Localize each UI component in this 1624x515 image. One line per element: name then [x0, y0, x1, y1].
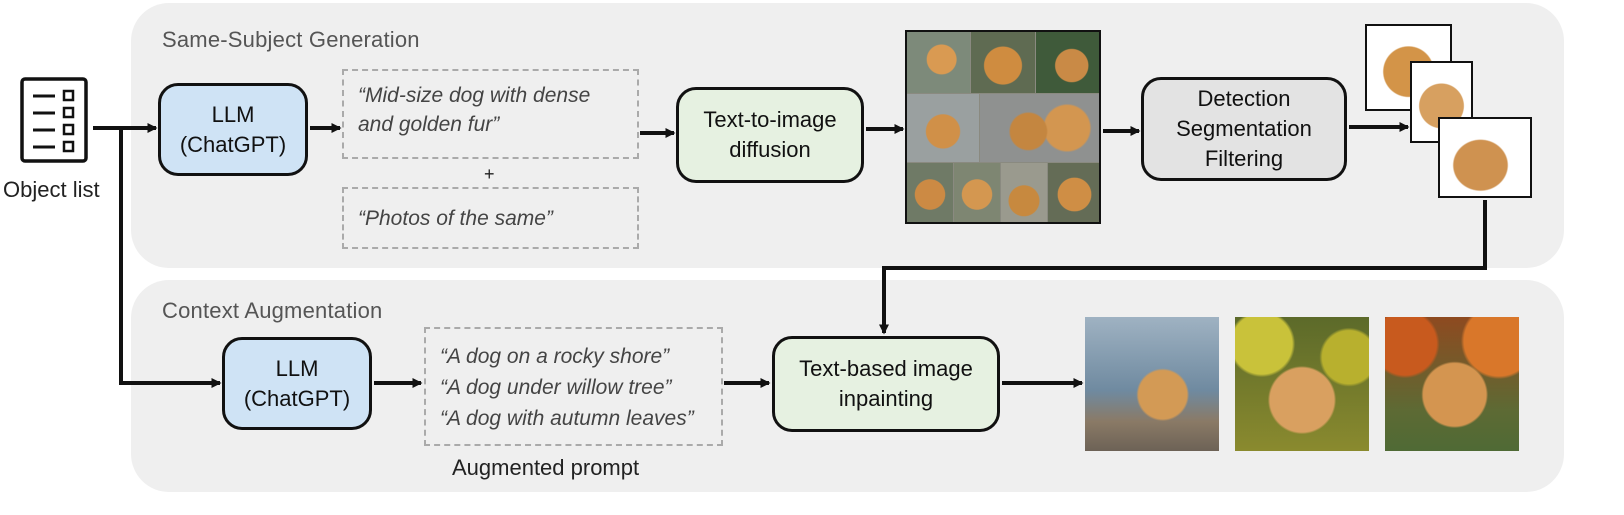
filter-line1: Detection — [1197, 86, 1291, 111]
output-rocky-shore-image — [1085, 317, 1219, 451]
object-list-label: Object list — [3, 177, 100, 202]
grid-dog-image — [1001, 163, 1047, 222]
grid-dog-image — [980, 94, 1099, 162]
grid-dog-image — [1048, 163, 1099, 222]
checklist-icon — [20, 77, 88, 163]
top-prompt-suffix: “Photos of the same” — [342, 187, 639, 249]
grid-dog-image — [907, 94, 979, 162]
bottom-llm-line2: (ChatGPT) — [243, 385, 351, 411]
grid-dog-image — [907, 32, 970, 93]
top-prompt-line2: and golden fur” — [358, 113, 500, 136]
top-prompt-main: “Mid-size dog with dense and golden fur” — [342, 69, 639, 159]
top-prompt-line1: “Mid-size dog with dense — [358, 84, 591, 107]
inpaint-line1: Text-based image — [799, 356, 973, 381]
bottom-llm-line1: LLM — [275, 355, 319, 381]
same-subject-title: Same-Subject Generation — [162, 27, 420, 52]
grid-dog-image — [907, 163, 953, 222]
context-augmentation-title: Context Augmentation — [162, 298, 383, 323]
top-llm-line1: LLM — [211, 101, 255, 127]
output-autumn-leaves-image — [1385, 317, 1519, 451]
t2i-line1: Text-to-image — [703, 107, 837, 132]
inpaint-line2: inpainting — [838, 386, 934, 411]
top-prompt-suffix-text: “Photos of the same” — [358, 207, 553, 230]
grid-dog-image — [1036, 32, 1099, 93]
grid-dog-image — [954, 163, 1000, 222]
augmented-prompt-item: “A dog with autumn leaves” — [440, 407, 694, 430]
generated-image-grid — [905, 30, 1101, 224]
grid-dog-image — [971, 32, 1035, 93]
output-willow-tree-image — [1235, 317, 1369, 451]
bottom-llm-node: LLM (ChatGPT) — [222, 337, 372, 430]
arrow-list-to-bottom-llm — [119, 128, 222, 388]
filter-line2: Segmentation — [1176, 116, 1312, 141]
augmented-prompt-item: “A dog under willow tree” — [440, 376, 672, 399]
inpainting-node: Text-based image inpainting — [772, 336, 1000, 432]
filtered-dog-image — [1438, 117, 1532, 198]
plus-sign: + — [484, 164, 495, 184]
arrow-images-to-inpainting — [879, 200, 1487, 335]
top-llm-line2: (ChatGPT) — [179, 131, 287, 157]
text-to-image-node: Text-to-image diffusion — [676, 87, 864, 183]
top-llm-node: LLM (ChatGPT) — [158, 83, 308, 176]
filter-line3: Filtering — [1204, 146, 1284, 171]
augmented-prompt-item: “A dog on a rocky shore” — [440, 345, 670, 368]
augmented-prompt-caption: Augmented prompt — [452, 455, 640, 480]
t2i-line2: diffusion — [729, 137, 811, 162]
augmented-prompts-box: “A dog on a rocky shore” “A dog under wi… — [424, 327, 723, 446]
